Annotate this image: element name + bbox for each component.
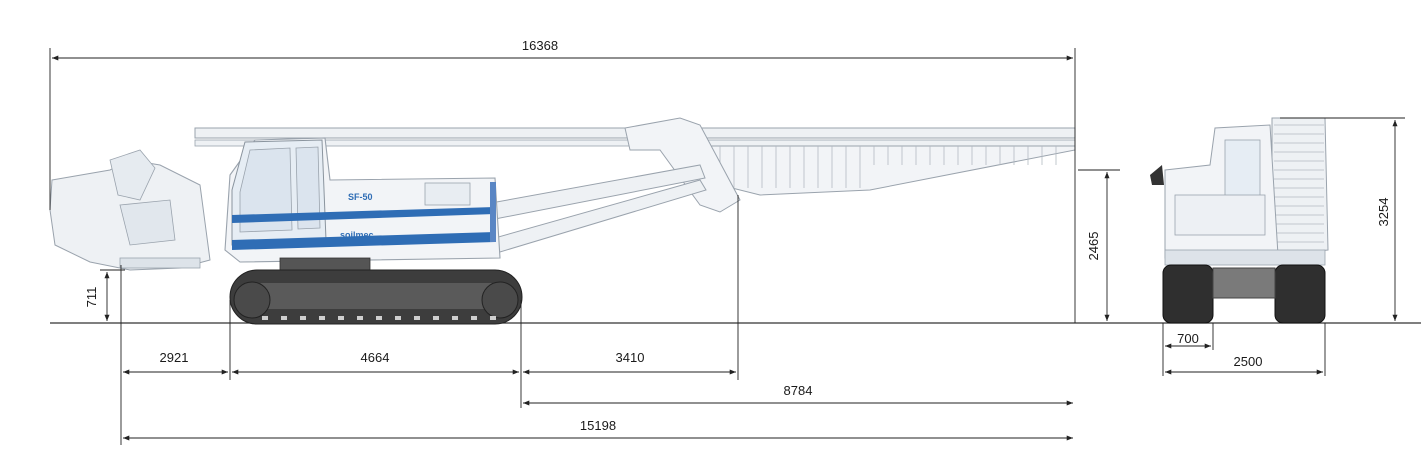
- dim-total-base: 15198: [580, 418, 616, 433]
- dimension-lines: [49, 48, 1405, 445]
- dim-track-width: 700: [1177, 331, 1199, 346]
- front-mast: [1271, 117, 1329, 256]
- turntable: [279, 257, 371, 271]
- dim-overall-length: 16368: [522, 38, 558, 53]
- front-track-right: [1274, 264, 1326, 324]
- dim-rear-overhang: 8784: [784, 383, 813, 398]
- dim-track-length: 4664: [361, 350, 390, 365]
- dim-front-offset: 2921: [160, 350, 189, 365]
- front-view-machine: [1150, 117, 1329, 324]
- dim-front-height: 711: [84, 287, 99, 308]
- mast-head-assembly: [624, 117, 741, 213]
- side-view-machine: SF-50 soilmec: [49, 117, 1076, 325]
- dim-cab-height: 2465: [1086, 232, 1101, 261]
- front-upper-body: [1164, 124, 1279, 259]
- front-track-left: [1162, 264, 1214, 324]
- dim-rear-offset: 3410: [616, 350, 645, 365]
- dim-total-height: 3254: [1376, 198, 1391, 227]
- brand-badge: soilmec: [340, 230, 374, 240]
- body-stripe: [232, 207, 495, 223]
- dim-machine-width: 2500: [1234, 354, 1263, 369]
- model-badge: SF-50: [348, 192, 373, 202]
- dimension-labels: 16368 711 2921 4664 3410 8784 15198 2465…: [84, 38, 1391, 433]
